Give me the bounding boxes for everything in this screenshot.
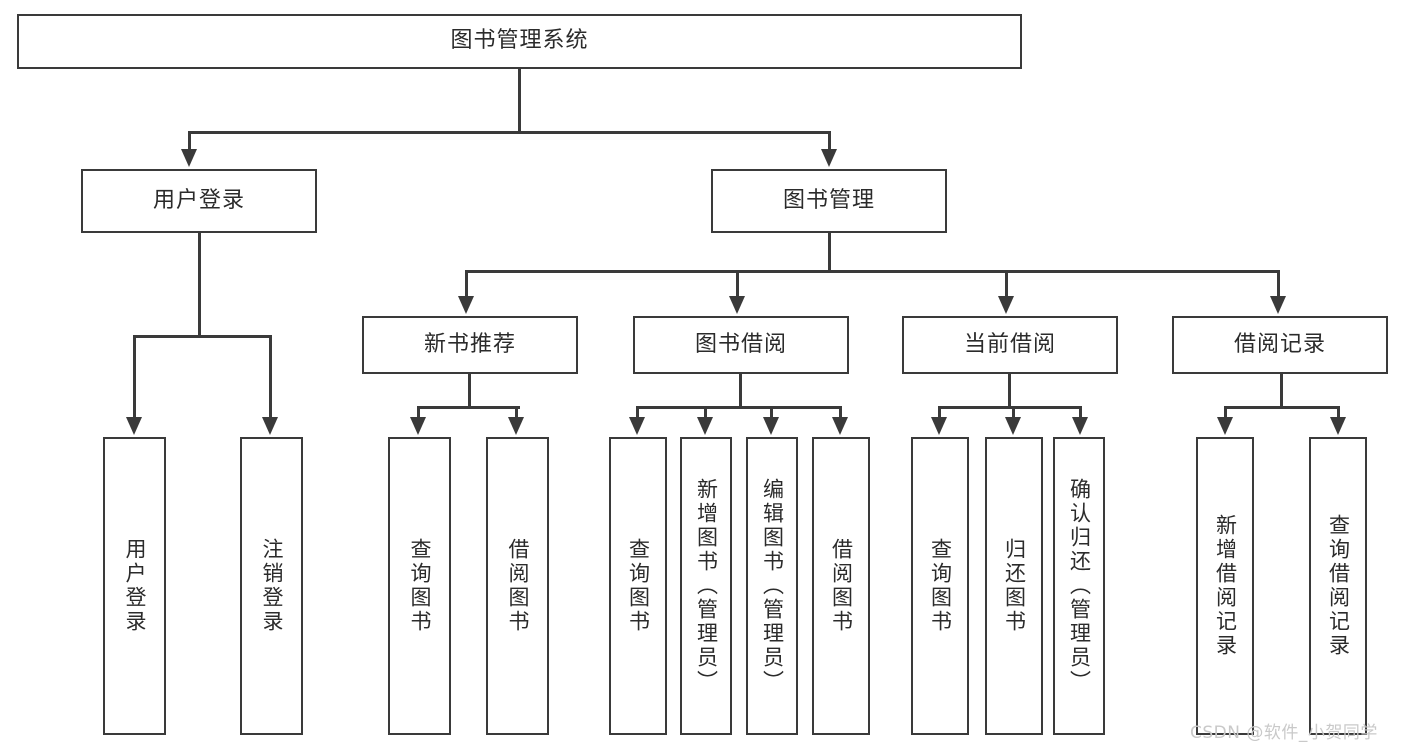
edge-bb-to-leaf-2 <box>704 406 707 419</box>
node-leaf-edit-book[interactable]: 编辑图书（管理员） <box>746 437 798 735</box>
node-leaf-return-book[interactable]: 归还图书 <box>985 437 1043 735</box>
edge-cb-to-leaf-2 <box>1012 406 1015 419</box>
arrow-bb-to-leaf-3 <box>763 417 779 435</box>
edge-bm-to-book-borrow <box>736 270 739 298</box>
edge-root-to-user-login <box>188 131 191 151</box>
edge-user-login-bus <box>133 335 272 338</box>
arrow-bm-to-new-book-recommend <box>458 296 474 314</box>
node-leaf-query-book-borrow[interactable]: 查询图书 <box>609 437 667 735</box>
edge-bb-to-leaf-1 <box>636 406 639 419</box>
arrow-user-login-to-leaf-2 <box>262 417 278 435</box>
arrow-cb-to-leaf-3 <box>1072 417 1088 435</box>
edge-user-login-stem <box>198 233 201 335</box>
edge-bb-to-leaf-4 <box>839 406 842 419</box>
edge-cb-to-leaf-1 <box>938 406 941 419</box>
node-borrow-records[interactable]: 借阅记录 <box>1172 316 1388 374</box>
edge-br-to-leaf-1 <box>1224 406 1227 419</box>
node-current-borrow[interactable]: 当前借阅 <box>902 316 1118 374</box>
node-leaf-borrow-book[interactable]: 借阅图书 <box>812 437 870 735</box>
arrow-bb-to-leaf-4 <box>832 417 848 435</box>
node-leaf-return-book-label: 归还图书 <box>1002 538 1027 634</box>
edge-user-login-to-leaf-2 <box>269 335 272 419</box>
node-new-book-recommend[interactable]: 新书推荐 <box>362 316 578 374</box>
edge-nbr-to-leaf-2 <box>515 406 518 419</box>
arrow-bb-to-leaf-1 <box>629 417 645 435</box>
edge-user-login-to-leaf-1 <box>133 335 136 419</box>
node-leaf-confirm-return[interactable]: 确认归还（管理员） <box>1053 437 1105 735</box>
node-root-system[interactable]: 图书管理系统 <box>17 14 1022 69</box>
edge-br-to-leaf-2 <box>1337 406 1340 419</box>
node-leaf-borrow-book-rec[interactable]: 借阅图书 <box>486 437 549 735</box>
node-leaf-borrow-book-label: 借阅图书 <box>829 538 854 634</box>
node-book-management[interactable]: 图书管理 <box>711 169 947 233</box>
arrow-nbr-to-leaf-2 <box>508 417 524 435</box>
node-new-book-recommend-label: 新书推荐 <box>423 331 516 357</box>
node-leaf-query-book-borrow-label: 查询图书 <box>626 538 651 634</box>
edge-cb-to-leaf-3 <box>1079 406 1082 419</box>
arrow-br-to-leaf-2 <box>1330 417 1346 435</box>
node-borrow-records-label: 借阅记录 <box>1233 331 1326 357</box>
node-leaf-borrow-book-rec-label: 借阅图书 <box>506 538 530 634</box>
node-user-login[interactable]: 用户登录 <box>81 169 317 233</box>
node-leaf-query-book-rec[interactable]: 查询图书 <box>388 437 451 735</box>
edge-cb-bus <box>938 406 1082 409</box>
node-user-login-label: 用户登录 <box>152 187 245 213</box>
edge-book-management-stem <box>828 233 831 270</box>
node-leaf-add-record-label: 新增借阅记录 <box>1213 514 1238 658</box>
node-leaf-add-book[interactable]: 新增图书（管理员） <box>680 437 732 735</box>
arrow-cb-to-leaf-2 <box>1005 417 1021 435</box>
edge-bm-to-borrow-records <box>1277 270 1280 298</box>
edge-root-bus <box>188 131 831 134</box>
arrow-bb-to-leaf-2 <box>697 417 713 435</box>
node-leaf-user-login-label: 用户登录 <box>123 538 147 634</box>
node-leaf-user-login[interactable]: 用户登录 <box>103 437 166 735</box>
edge-bb-stem <box>739 374 742 406</box>
node-leaf-query-record-label: 查询借阅记录 <box>1326 514 1351 658</box>
node-leaf-user-logout[interactable]: 注销登录 <box>240 437 303 735</box>
edge-bb-bus <box>636 406 842 409</box>
arrow-br-to-leaf-1 <box>1217 417 1233 435</box>
edge-cb-stem <box>1008 374 1011 406</box>
arrow-root-to-user-login <box>181 149 197 167</box>
node-book-borrow[interactable]: 图书借阅 <box>633 316 849 374</box>
node-leaf-query-book-rec-label: 查询图书 <box>408 538 432 634</box>
arrow-bm-to-book-borrow <box>729 296 745 314</box>
node-leaf-add-book-label: 新增图书（管理员） <box>694 478 719 694</box>
edge-br-stem <box>1280 374 1283 406</box>
node-leaf-edit-book-label: 编辑图书（管理员） <box>760 478 785 694</box>
edge-br-bus <box>1224 406 1340 409</box>
edge-nbr-to-leaf-1 <box>417 406 420 419</box>
node-leaf-query-book-cur[interactable]: 查询图书 <box>911 437 969 735</box>
arrow-user-login-to-leaf-1 <box>126 417 142 435</box>
node-leaf-user-logout-label: 注销登录 <box>260 538 284 634</box>
arrow-bm-to-current-borrow <box>998 296 1014 314</box>
arrow-bm-to-borrow-records <box>1270 296 1286 314</box>
edge-nbr-bus <box>417 406 520 409</box>
edge-root-to-book-management <box>828 131 831 151</box>
arrow-root-to-book-management <box>821 149 837 167</box>
edge-root-stem <box>518 69 521 131</box>
node-leaf-query-record[interactable]: 查询借阅记录 <box>1309 437 1367 735</box>
node-book-management-label: 图书管理 <box>782 187 875 213</box>
edge-nbr-stem <box>468 374 471 406</box>
node-leaf-confirm-return-label: 确认归还（管理员） <box>1067 478 1092 694</box>
node-leaf-add-record[interactable]: 新增借阅记录 <box>1196 437 1254 735</box>
arrow-nbr-to-leaf-1 <box>410 417 426 435</box>
node-book-borrow-label: 图书借阅 <box>694 331 787 357</box>
edge-bb-to-leaf-3 <box>770 406 773 419</box>
node-current-borrow-label: 当前借阅 <box>963 331 1056 357</box>
edge-bm-to-current-borrow <box>1005 270 1008 298</box>
arrow-cb-to-leaf-1 <box>931 417 947 435</box>
node-root-label: 图书管理系统 <box>450 28 589 54</box>
edge-bm-to-new-book-recommend <box>465 270 468 298</box>
edge-book-management-bus <box>465 270 1280 273</box>
node-leaf-query-book-cur-label: 查询图书 <box>928 538 953 634</box>
